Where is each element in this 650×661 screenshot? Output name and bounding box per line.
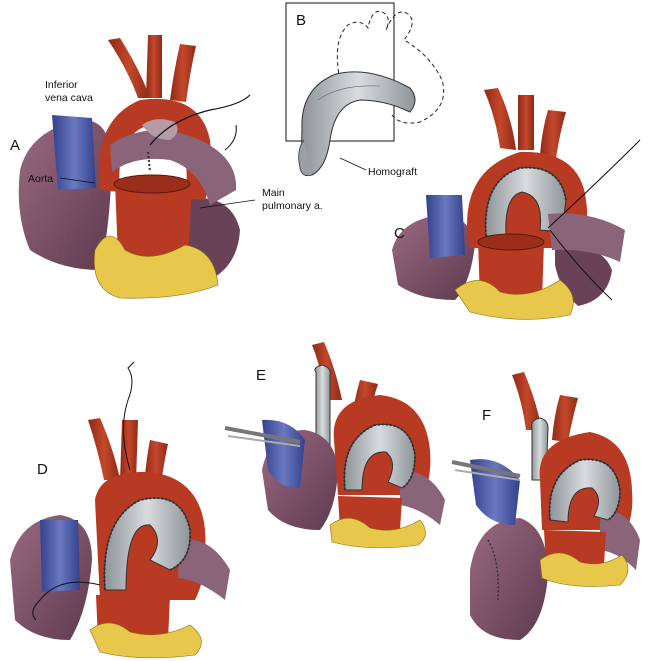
- label-inferior: Inferior: [45, 79, 78, 91]
- panel-a-drawing: [18, 35, 256, 299]
- label-vena-cava: vena cava: [45, 92, 93, 104]
- panel-b-drawing: [285, 2, 445, 177]
- panel-e-drawing: [224, 342, 445, 549]
- label-aorta: Aorta: [28, 173, 53, 185]
- panel-label-d: D: [37, 461, 48, 478]
- label-pulmonary-a: pulmonary a.: [262, 200, 323, 212]
- panel-label-c: C: [394, 225, 405, 242]
- panel-label-a: A: [10, 137, 20, 154]
- panel-f-drawing: [451, 372, 640, 640]
- panel-c-drawing: [392, 88, 641, 320]
- panel-label-f: F: [482, 407, 491, 424]
- label-homograft: Homograft: [368, 166, 417, 178]
- panel-label-b: B: [296, 12, 306, 29]
- panel-label-e: E: [256, 367, 266, 384]
- label-main: Main: [262, 187, 285, 199]
- panel-d-drawing: [10, 361, 230, 659]
